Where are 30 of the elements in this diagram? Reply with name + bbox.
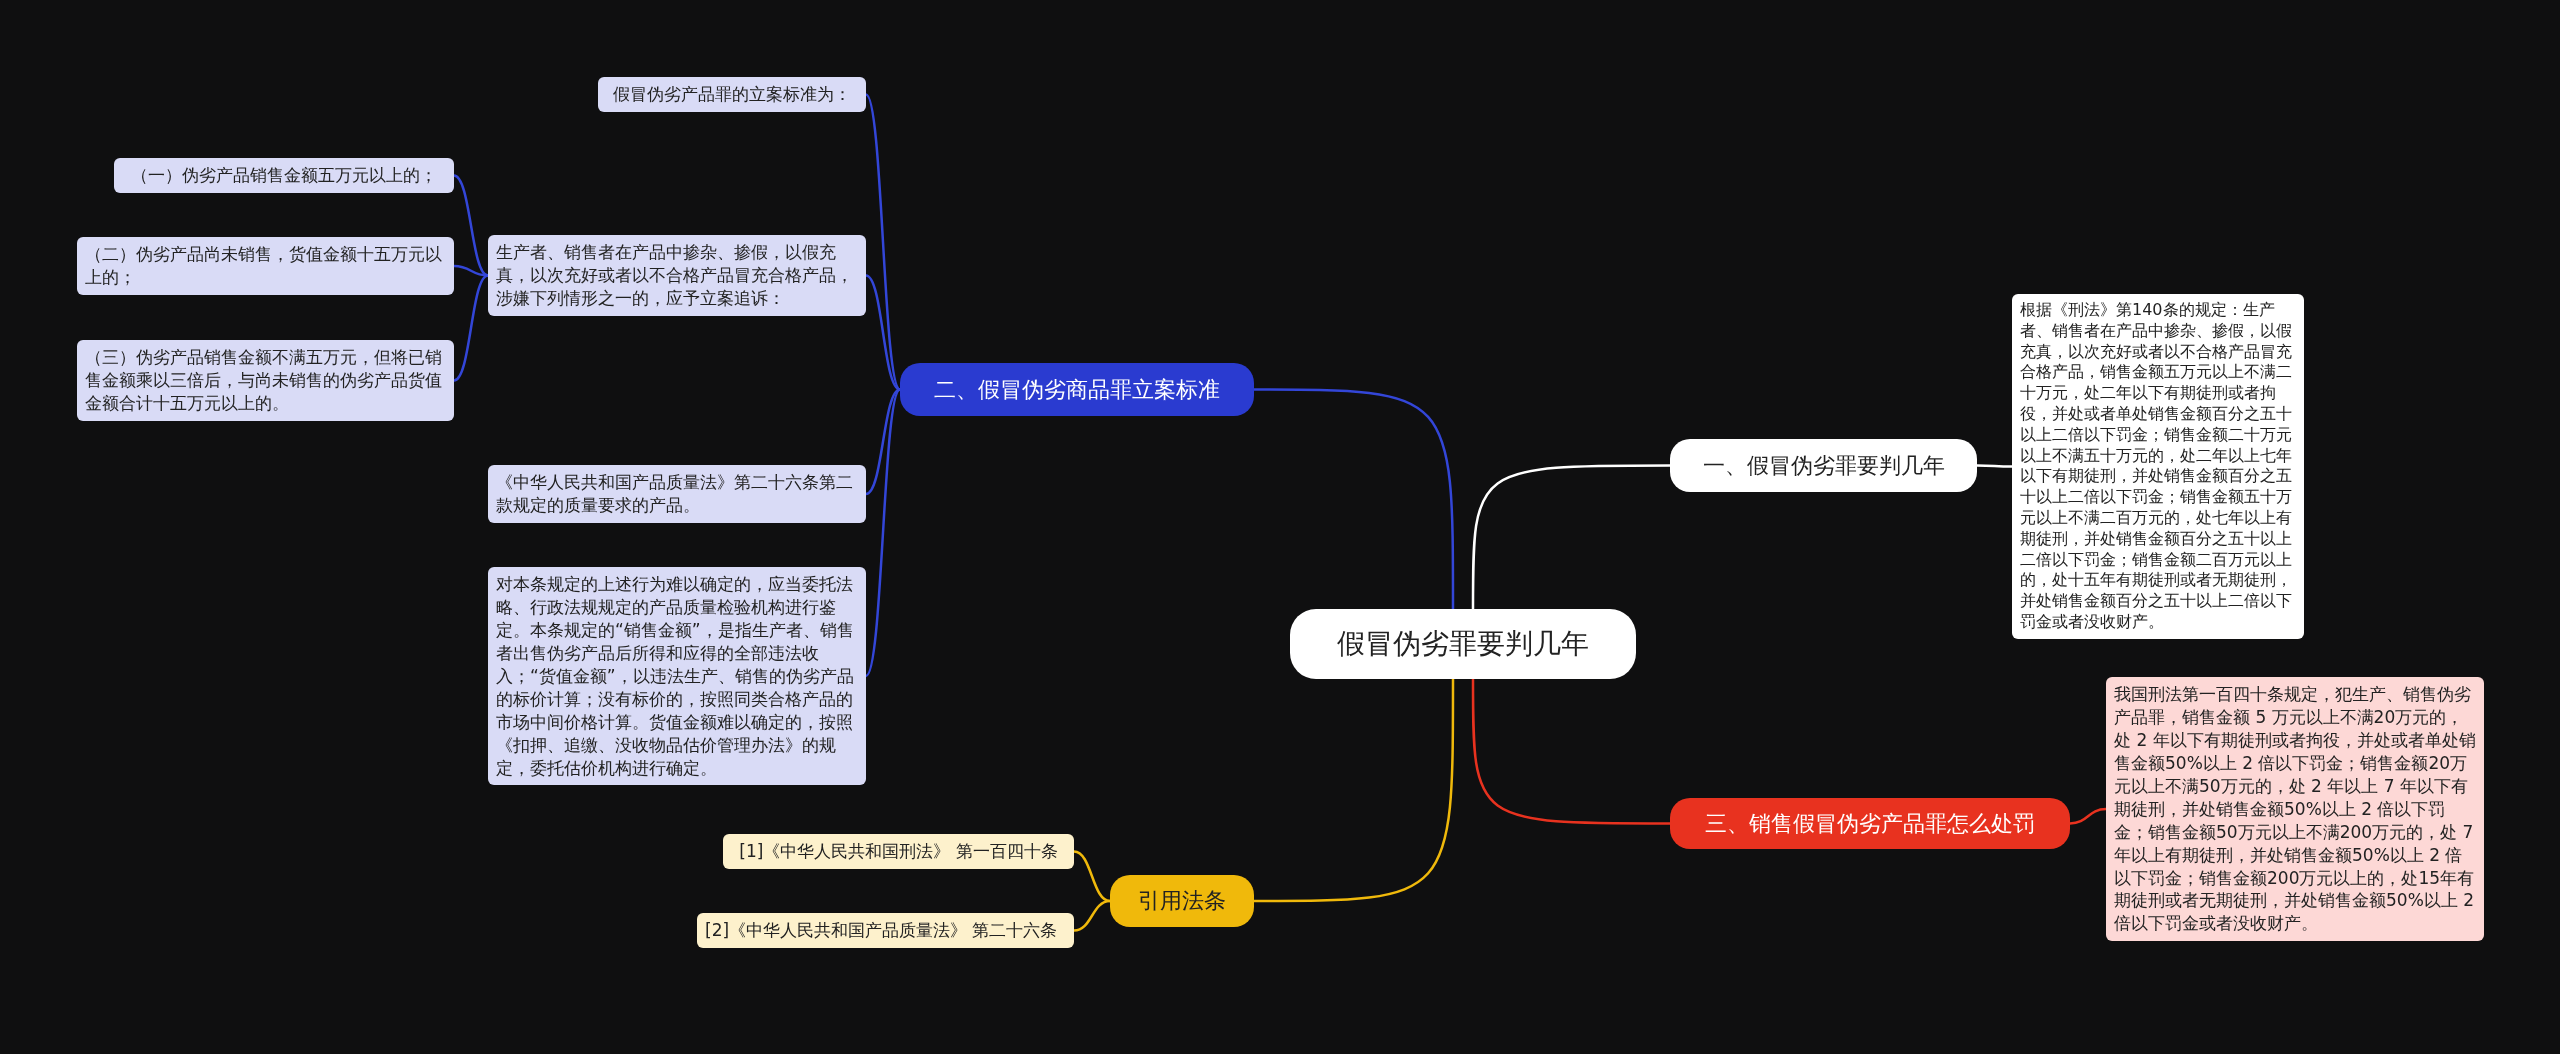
connector-line — [1471, 464, 1670, 609]
connector-line — [1254, 679, 1455, 903]
connector-line — [1471, 679, 1670, 825]
note-card: 对本条规定的上述行为难以确定的，应当委托法略、行政法规规定的产品质量检验机构进行鉴定。本条规定的“销售金额”，是指生产者、销售者出售伪劣产品后所得和应得的全部违法收入；“货值金额”，以违法生产、销售的伪劣产品的标价计算；没有标价的，按照同类合格产品的市场中间价格计算。货值金额难以确定的，按照《扣押、追缴、没收物品估价管理办法》的规定，委托估价机构进行确定。 — [488, 567, 866, 786]
connector-line — [1977, 464, 2012, 468]
connector-line — [1254, 388, 1455, 609]
note-card: （三）伪劣产品销售金额不满五万元，但将已销售金额乘以三倍后，与尚未销售的伪劣产品货值金额合计十五万元以上的。 — [77, 340, 454, 421]
note-card: [2]《中华人民共和国产品质量法》 第二十六条 — [697, 913, 1074, 948]
central-topic: 假冒伪劣罪要判几年 — [1290, 609, 1636, 679]
connector-line — [865, 274, 901, 391]
note-card: 假冒伪劣产品罪的立案标准为： — [598, 77, 866, 112]
note-card: （二）伪劣产品尚未销售，货值金额十五万元以上的； — [77, 237, 454, 295]
connector-line — [864, 388, 902, 677]
note-card: 我国刑法第一百四十条规定，犯生产、销售伪劣产品罪，销售金额 5 万元以上不满20万元的，处 2 年以下有期徒刑或者拘役，并处或者单处销售金额50%以上 2 倍以下罚金；销售金额20万元以上不满50万元的，处 2 年以上 7 年以下有期徒刑，并处销售金额50%以上 2 倍以下罚金；销售金额50万元以上不满200万元的，处 7 年以上有期徒刑，并处销售金额50%以上 2 倍以下罚金；销售金额200万元以上的，处15年有期徒刑或者无期徒刑，并处销售金额50%以上 2 倍以下罚金或者没收财产。 — [2106, 677, 2484, 942]
branch-topic: 一、假冒伪劣罪要判几年 — [1670, 439, 1977, 492]
branch-topic: 三、销售假冒伪劣产品罪怎么处罚 — [1670, 798, 2070, 849]
note-card: （一）伪劣产品销售金额五万元以上的； — [114, 158, 454, 193]
branch-topic: 引用法条 — [1110, 875, 1254, 927]
note-card: [1]《中华人民共和国刑法》 第一百四十条 — [723, 834, 1074, 869]
connector-line — [453, 274, 489, 382]
connector-line — [864, 93, 902, 391]
connector-line — [865, 388, 901, 496]
connector-line — [1073, 850, 1111, 903]
connector-line — [453, 174, 489, 277]
connector-line — [1073, 899, 1111, 932]
note-card: 《中华人民共和国产品质量法》第二十六条第二款规定的质量要求的产品。 — [488, 465, 866, 523]
connector-line — [2069, 807, 2107, 825]
note-card: 根据《刑法》第140条的规定：生产者、销售者在产品中掺杂、掺假，以假充真，以次充好或者以不合格产品冒充合格产品，销售金额五万元以上不满二十万元，处二年以下有期徒刑或者拘役，并处或者单处销售金额百分之五十以上二倍以下罚金；销售金额二十万元以上不满五十万元的，处二年以上七年以下有期徒刑，并处销售金额百分之五十以上二倍以下罚金；销售金额五十万元以上不满二百万元的，处七年以上有期徒刑，并处销售金额百分之五十以上二倍以下罚金；销售金额二百万元以上的，处十五年有期徒刑或者无期徒刑，并处销售金额百分之五十以上二倍以下罚金或者没收财产。 — [2012, 294, 2304, 639]
note-card: 生产者、销售者在产品中掺杂、掺假，以假充真，以次充好或者以不合格产品冒充合格产品，涉嫌下列情形之一的，应予立案追诉： — [488, 235, 866, 316]
branch-topic: 二、假冒伪劣商品罪立案标准 — [900, 363, 1254, 416]
